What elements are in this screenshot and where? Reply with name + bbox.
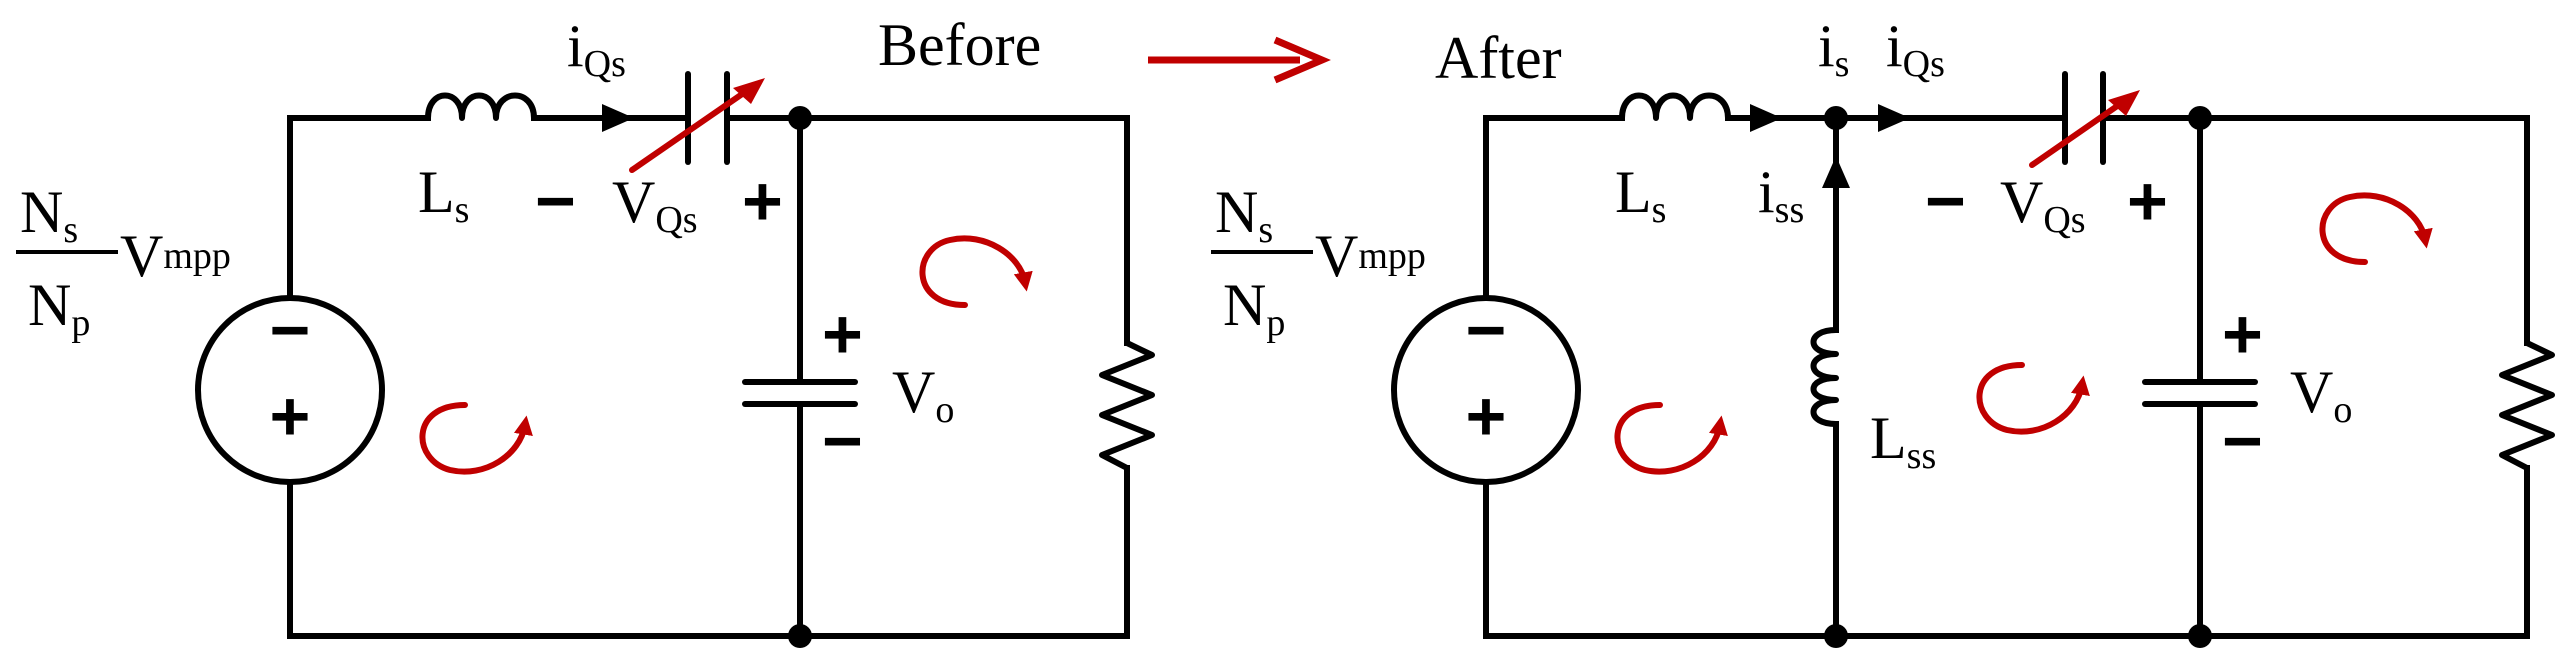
inductor-lss (1810, 327, 1839, 427)
svg-text:−: − (535, 162, 576, 240)
variable-capacitor (629, 71, 765, 173)
vo-label: Vo (2290, 359, 2352, 431)
loop-arrow (919, 235, 1033, 308)
after-circuit: − + Ns Np Vmpp Ls is iQs iss Lss (1211, 13, 2555, 648)
lss-label: Lss (1870, 405, 1936, 477)
source-plus-sign: + (1466, 377, 1507, 455)
svg-text:+: + (742, 162, 783, 240)
variable-capacitor (2029, 71, 2140, 168)
current-arrow-is (1750, 104, 1782, 132)
before-wires (287, 115, 1130, 639)
iqs-label: iQs (567, 13, 626, 85)
inductor-ls (1619, 92, 1731, 121)
loop-arrow (419, 402, 533, 475)
title-after: After (1435, 25, 1562, 91)
transition-arrow (1148, 36, 1331, 84)
ls-label: Ls (1615, 159, 1666, 231)
svg-text:Vmpp: Vmpp (1315, 223, 1426, 289)
vo-label: Vo (892, 359, 954, 431)
svg-text:+: + (2127, 162, 2168, 240)
current-arrow-iqs (602, 104, 634, 132)
loop-arrow (1976, 362, 2090, 435)
inductor-ls (425, 92, 537, 121)
output-capacitor (2142, 379, 2258, 407)
svg-text:VQs: VQs (612, 169, 698, 241)
iss-label: iss (1758, 159, 1804, 231)
voltage-source: − + (1391, 291, 1581, 485)
load-resistor (1099, 340, 1155, 471)
current-arrow-iss (1822, 156, 1850, 188)
before-circuit: − + Ns Np Vmpp Ls iQs − VQs + (16, 13, 1155, 648)
svg-text:VQs: VQs (2000, 169, 2086, 241)
source-minus-sign: − (270, 291, 311, 369)
source-label: Ns Np Vmpp (1211, 179, 1426, 344)
svg-text:Np: Np (28, 272, 90, 344)
vqs-label: − VQs + (1925, 162, 2168, 241)
svg-text:Ns: Ns (1215, 179, 1273, 251)
output-capacitor (742, 379, 858, 407)
load-resistor (2499, 340, 2555, 471)
svg-text:Ns: Ns (20, 179, 78, 251)
node-dot (2188, 106, 2212, 130)
vqs-label: − VQs + (535, 162, 783, 241)
loop-arrow (1614, 402, 1728, 475)
svg-text:Vmpp: Vmpp (120, 223, 231, 289)
svg-text:−: − (1925, 162, 1966, 240)
loop-arrow (2319, 192, 2433, 265)
vo-minus: − (2222, 402, 2263, 480)
source-plus-sign: + (270, 377, 311, 455)
title-before: Before (878, 12, 1041, 78)
is-label: is (1818, 13, 1849, 85)
iqs-label: iQs (1886, 13, 1945, 85)
ls-label: Ls (418, 159, 469, 231)
voltage-source: − + (195, 291, 385, 485)
current-arrow-iqs (1878, 104, 1910, 132)
source-label: Ns Np Vmpp (16, 179, 231, 344)
source-minus-sign: − (1466, 291, 1507, 369)
node-dot (788, 624, 812, 648)
node-dot (1824, 624, 1848, 648)
node-dot (2188, 624, 2212, 648)
vo-plus: + (822, 295, 863, 373)
node-dot (1824, 106, 1848, 130)
vo-plus: + (2222, 295, 2263, 373)
svg-text:Np: Np (1223, 272, 1285, 344)
node-dot (788, 106, 812, 130)
vo-minus: − (822, 402, 863, 480)
